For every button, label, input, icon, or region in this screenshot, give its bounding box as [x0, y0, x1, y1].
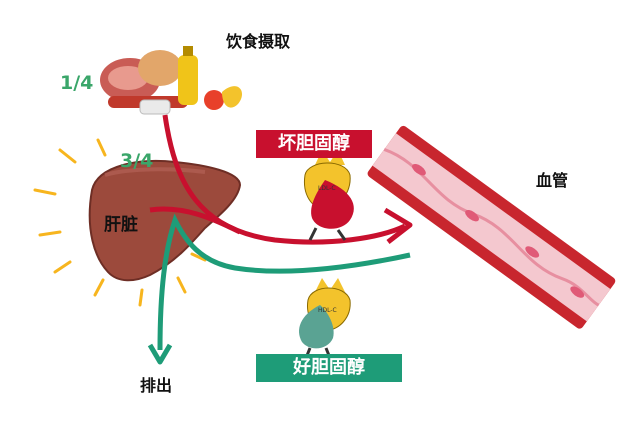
hdl-mascot-icon: HDL-C — [299, 278, 351, 359]
excrete-label: 排出 — [140, 376, 173, 395]
vessel-label: 血管 — [536, 171, 569, 190]
bad-cholesterol-arrow — [149, 114, 413, 245]
liver-rays — [33, 138, 207, 307]
blood-vessel-icon — [367, 125, 616, 329]
hdl-mascot-text: HDL-C — [318, 307, 337, 314]
good-cholesterol-arrow — [147, 213, 411, 365]
liver-label: 肝脏 — [104, 215, 138, 235]
diet-label: 饮食摄取 — [226, 32, 291, 51]
bad-cholesterol-badge: 坏胆固醇 — [256, 130, 372, 158]
food-pile-icon — [100, 46, 243, 115]
good-cholesterol-badge: 好胆固醇 — [256, 354, 402, 382]
fraction-diet: 1/4 — [60, 72, 94, 94]
fraction-liver: 3/4 — [120, 150, 154, 172]
ldl-mascot-text: LDL-C — [318, 185, 336, 192]
ldl-mascot-icon: LDL-C — [303, 150, 354, 241]
liver-icon — [88, 159, 242, 282]
